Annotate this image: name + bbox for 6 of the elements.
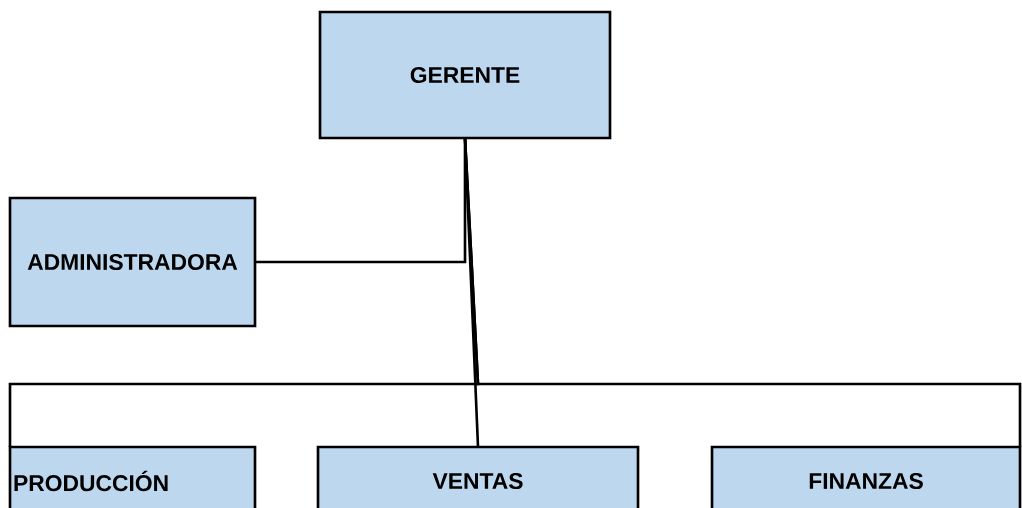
org-box: FINANZAS <box>710 445 1022 508</box>
org-box: VENTAS <box>316 445 640 508</box>
connector-line <box>463 137 1022 447</box>
org-box: PRODUCCIÓN <box>8 445 257 508</box>
org-box: ADMINISTRADORA <box>8 196 257 328</box>
org-box: GERENTE <box>318 10 612 140</box>
